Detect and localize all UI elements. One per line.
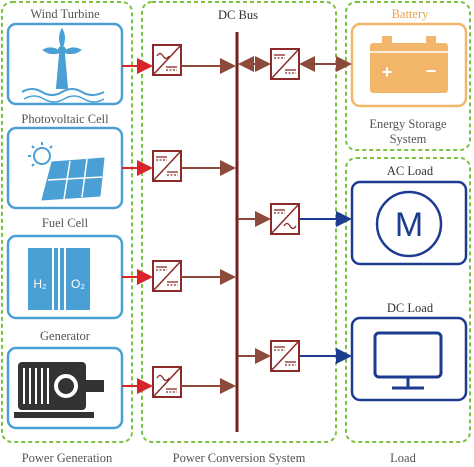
battery-plus-icon: + bbox=[382, 62, 393, 82]
ac-load-box: M bbox=[350, 180, 468, 266]
generator-label: Generator bbox=[40, 329, 91, 343]
motor-symbol: M bbox=[395, 206, 423, 244]
converter-ac-dc-wind bbox=[152, 44, 182, 76]
bus-connections-loads bbox=[238, 211, 271, 364]
converter-dc-dc-battery bbox=[270, 48, 300, 80]
energy-storage-label-line2: System bbox=[390, 132, 427, 146]
battery-box: + − bbox=[350, 22, 468, 108]
dc-bus: DC Bus bbox=[218, 8, 258, 432]
bus-connections-sources bbox=[181, 58, 236, 394]
ac-load-label: AC Load bbox=[387, 164, 434, 178]
converter-dc-dc-pv bbox=[152, 150, 182, 182]
load-arrows bbox=[299, 211, 352, 364]
generator-icon bbox=[14, 362, 104, 418]
battery-minus-icon: − bbox=[426, 61, 437, 81]
converter-ac-dc-generator bbox=[152, 366, 182, 398]
hydrogen-label: H₂ bbox=[33, 277, 47, 291]
power-conversion-label: Power Conversion System bbox=[173, 451, 306, 465]
battery-label: Battery bbox=[392, 7, 430, 21]
motor-icon: M bbox=[375, 190, 443, 258]
converter-dc-dc-fuel-cell bbox=[152, 260, 182, 292]
monitor-icon bbox=[373, 331, 443, 390]
photovoltaic-cell-box bbox=[6, 126, 124, 210]
fuel-cell-icon: H₂ O₂ bbox=[28, 248, 90, 310]
power-generation-label: Power Generation bbox=[22, 451, 113, 465]
source-arrows bbox=[122, 58, 153, 394]
wind-turbine-label: Wind Turbine bbox=[30, 7, 100, 21]
dc-load-label: DC Load bbox=[387, 301, 434, 315]
generator-box bbox=[6, 346, 124, 430]
wind-turbine-box bbox=[6, 22, 124, 106]
converter-dc-ac-load bbox=[270, 203, 300, 235]
converter-dc-dc-load bbox=[270, 340, 300, 372]
wind-turbine-icon bbox=[21, 27, 105, 103]
power-generation-group: Power Generation bbox=[1, 1, 133, 465]
solar-panel-icon bbox=[28, 142, 105, 201]
photovoltaic-cell-label: Photovoltaic Cell bbox=[21, 112, 109, 126]
load-group: Load bbox=[345, 157, 471, 465]
battery-icon: + − bbox=[370, 36, 448, 93]
fuel-cell-box: H₂ O₂ bbox=[6, 234, 124, 320]
dc-bus-label: DC Bus bbox=[218, 8, 258, 22]
fuel-cell-label: Fuel Cell bbox=[42, 216, 89, 230]
dc-load-box bbox=[350, 316, 468, 402]
energy-storage-label-line1: Energy Storage bbox=[369, 117, 447, 131]
load-label: Load bbox=[390, 451, 416, 465]
energy-storage-group: Energy Storage System bbox=[345, 1, 471, 151]
oxygen-label: O₂ bbox=[71, 277, 85, 291]
